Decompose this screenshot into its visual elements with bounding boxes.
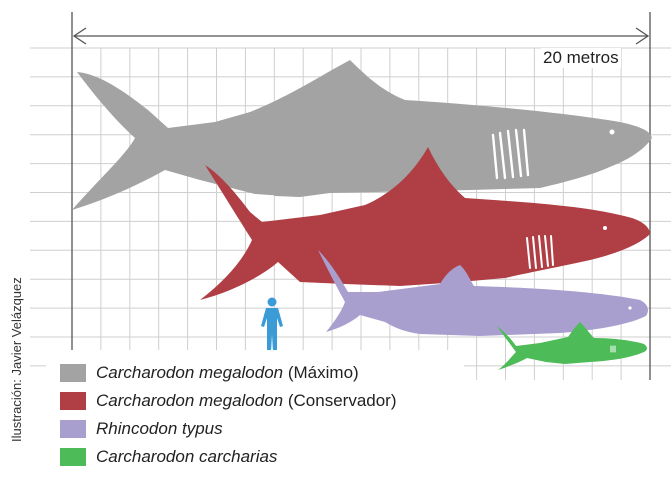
legend-species: Carcharodon megalodon xyxy=(96,363,283,382)
legend-item-megalodon-max: Carcharodon megalodon (Máximo) xyxy=(60,362,359,384)
legend-species: Carcharodon carcharias xyxy=(96,447,277,466)
legend-species: Carcharodon megalodon xyxy=(96,391,283,410)
illustration-credit: Ilustración: Javier Velázquez xyxy=(9,282,23,442)
legend-item-carcharias: Carcharodon carcharias xyxy=(60,446,277,468)
legend-item-megalodon-conservative: Carcharodon megalodon (Conservador) xyxy=(60,390,397,412)
legend-note: (Conservador) xyxy=(288,391,397,410)
human-figure xyxy=(261,298,283,353)
scale-label: 20 metros xyxy=(541,48,621,68)
legend-note: (Máximo) xyxy=(288,363,359,382)
legend-swatch xyxy=(60,392,86,410)
legend-species: Rhincodon typus xyxy=(96,419,223,438)
legend-swatch xyxy=(60,448,86,466)
legend-swatch xyxy=(60,420,86,438)
legend-swatch xyxy=(60,364,86,382)
legend-item-rhincodon: Rhincodon typus xyxy=(60,418,223,440)
legend: Carcharodon megalodon (Máximo) Carcharod… xyxy=(46,350,464,475)
